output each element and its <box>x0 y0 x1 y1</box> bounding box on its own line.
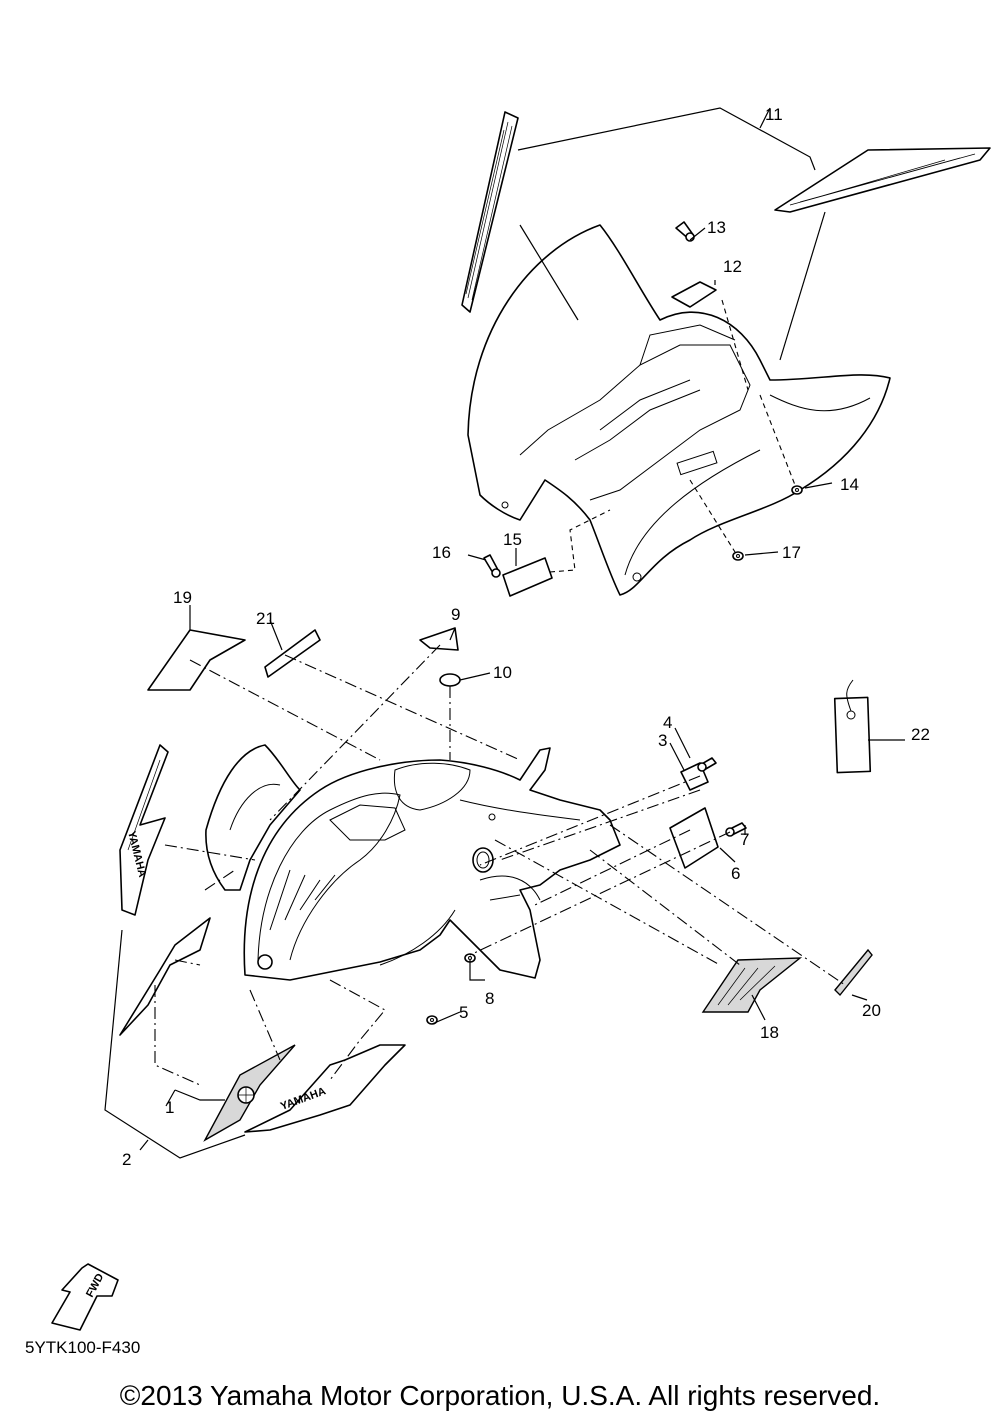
side-decal-11-left <box>461 111 519 313</box>
plate-12 <box>671 281 717 308</box>
decal-20 <box>834 948 873 997</box>
callout-4: 4 <box>663 713 672 732</box>
decal-9 <box>419 627 459 651</box>
decal-19 <box>147 629 246 691</box>
callout-labels: 1 2 3 4 5 6 7 8 9 10 11 12 13 14 15 16 1… <box>122 105 930 1169</box>
fwd-arrow-icon: FWD <box>51 1263 119 1331</box>
plate-6 <box>669 807 719 869</box>
callout-10: 10 <box>493 663 512 682</box>
rear-fender-body <box>467 224 891 596</box>
bolt-13 <box>675 221 695 242</box>
callout-16: 16 <box>432 543 451 562</box>
decal-lower-left <box>119 917 211 1036</box>
callout-6: 6 <box>731 864 740 883</box>
callout-7: 7 <box>740 830 749 849</box>
callout-17: 17 <box>782 543 801 562</box>
callout-3: 3 <box>658 731 667 750</box>
side-decal-2-left: YAMAHA <box>119 744 169 916</box>
callout-5: 5 <box>459 1003 468 1022</box>
nut-14 <box>791 485 803 495</box>
front-decal-2: YAMAHA <box>244 1044 406 1133</box>
callout-2: 2 <box>122 1150 131 1169</box>
callout-22: 22 <box>911 725 930 744</box>
callout-20: 20 <box>862 1001 881 1020</box>
plate-15 <box>502 557 553 597</box>
callout-15: 15 <box>503 530 522 549</box>
callout-11: 11 <box>765 105 783 124</box>
decal-21 <box>264 629 321 678</box>
drawing-code: 5YTK100-F430 <box>25 1338 141 1357</box>
emblem-10 <box>439 673 461 687</box>
callout-9: 9 <box>451 605 460 624</box>
nut-17 <box>732 551 744 561</box>
callout-21: 21 <box>256 609 275 628</box>
callout-14: 14 <box>840 475 859 494</box>
copyright-notice: ©2013 Yamaha Motor Corporation, U.S.A. A… <box>119 1380 881 1411</box>
front-decal-1 <box>203 1044 296 1142</box>
decal-18 <box>701 957 803 1013</box>
tag-22 <box>833 679 872 774</box>
callout-18: 18 <box>760 1023 779 1042</box>
side-panel-piece <box>205 744 301 891</box>
callout-1: 1 <box>165 1098 174 1117</box>
bolt-4 <box>697 757 717 772</box>
callout-8: 8 <box>485 989 494 1008</box>
callout-13: 13 <box>707 218 726 237</box>
rear-fender-assembly <box>461 107 991 597</box>
rear-decal-11-right <box>774 147 991 213</box>
bolt-16 <box>483 554 501 578</box>
callout-12: 12 <box>723 257 742 276</box>
front-fender-assembly: YAMAHA <box>104 605 905 1159</box>
front-fender-body <box>243 747 621 981</box>
callout-19: 19 <box>173 588 192 607</box>
